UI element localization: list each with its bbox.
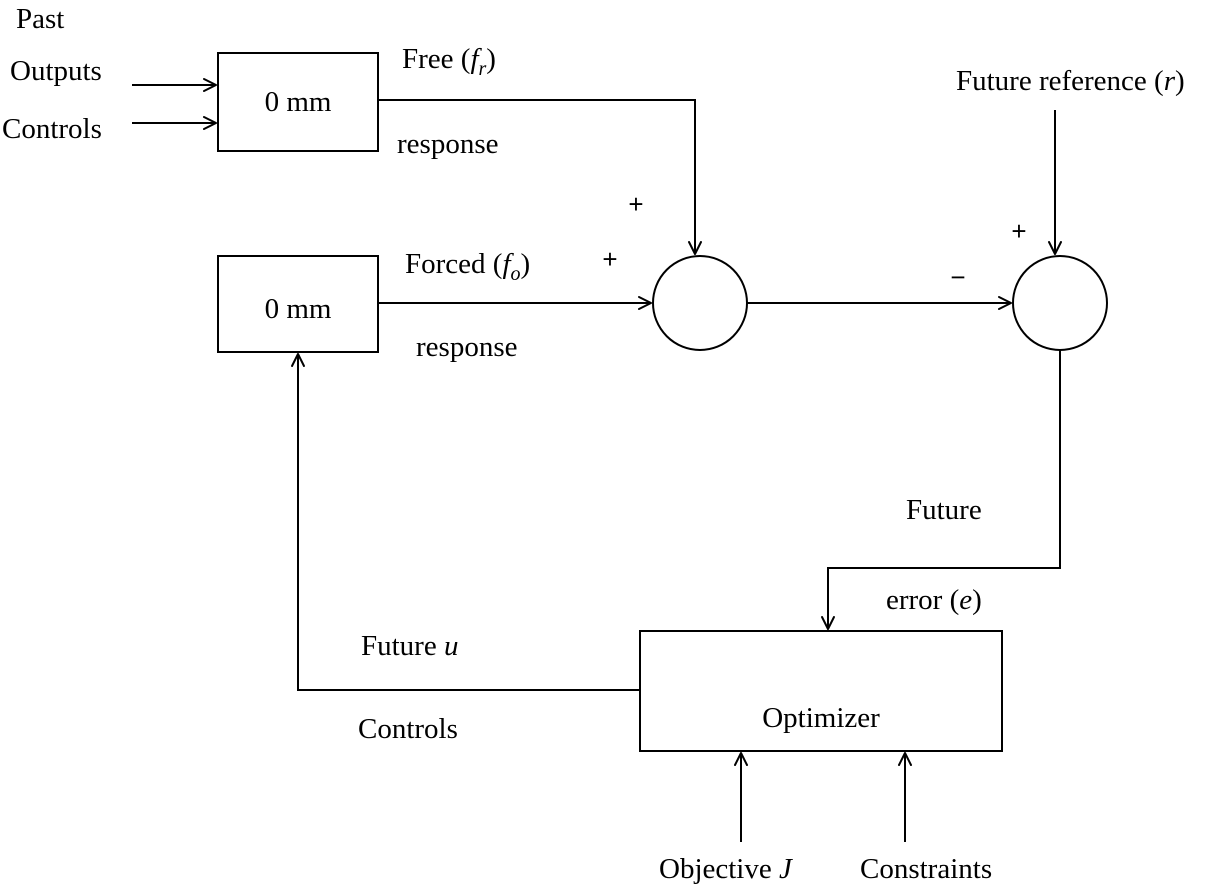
free-subscript: r (479, 58, 487, 80)
future-error-arrowhead (821, 616, 835, 630)
forced-close: ) (521, 248, 531, 280)
free-response-model-block (217, 52, 379, 152)
future-reference-label: Future reference (r) (956, 65, 1185, 97)
forced-response-arrowhead (638, 296, 652, 310)
past-outputs-arrowhead (203, 78, 217, 92)
free-model-label: 0 mm (265, 86, 332, 118)
sum2-left-sign: − (950, 262, 965, 292)
forced-response-label: response (416, 331, 517, 363)
future-controls-label: Controls (358, 713, 458, 745)
controls-label: Controls (2, 113, 102, 145)
future-reference-arrowhead (1048, 241, 1062, 255)
forced-subscript: o (511, 263, 521, 285)
forced-model-label: 0 mm (265, 293, 332, 325)
objective-word: Objective (659, 853, 779, 885)
error-symbol: e (959, 584, 972, 616)
past-controls-arrowhead (203, 116, 217, 130)
error-close: ) (972, 584, 982, 616)
future-u-word: Future (361, 630, 444, 662)
free-response-label: response (397, 128, 498, 160)
future-controls-wire (297, 354, 640, 691)
sum1-top-sign: + (628, 189, 643, 219)
future-u-symbol: u (444, 630, 459, 662)
objective-symbol: J (779, 853, 793, 885)
outputs-label: Outputs (10, 55, 102, 87)
optimizer-block (639, 630, 1003, 752)
optimizer-label: Optimizer (762, 702, 880, 734)
future-error-wire (827, 350, 1061, 629)
future-error-label-line1: Future (906, 494, 982, 526)
past-label: Past (16, 3, 64, 35)
free-close: ) (486, 43, 496, 75)
free-label: Free (fr) (402, 43, 496, 80)
reference-symbol: r (1164, 65, 1176, 97)
objective-label: Objective J (659, 853, 793, 885)
summing-junction-2 (1012, 255, 1108, 351)
future-u-label: Future u (361, 630, 458, 662)
free-response-wire (378, 99, 696, 254)
free-word: Free ( (402, 43, 470, 75)
forced-word: Forced ( (405, 248, 502, 280)
predicted-output-arrowhead (998, 296, 1012, 310)
future-error-label-line2: error (e) (886, 584, 982, 616)
summing-junction-1 (652, 255, 748, 351)
future-controls-arrowhead (291, 353, 305, 367)
reference-close: ) (1175, 65, 1185, 97)
error-word: error ( (886, 584, 959, 616)
free-response-arrowhead (688, 241, 702, 255)
forced-label: Forced (fo) (405, 248, 530, 285)
reference-word: Future reference ( (956, 65, 1164, 97)
objective-arrowhead (734, 752, 748, 766)
sum1-left-sign: + (602, 244, 617, 274)
constraints-arrowhead (898, 752, 912, 766)
sum2-top-sign: + (1011, 216, 1026, 246)
forced-response-model-block (217, 255, 379, 353)
constraints-label: Constraints (860, 853, 992, 885)
